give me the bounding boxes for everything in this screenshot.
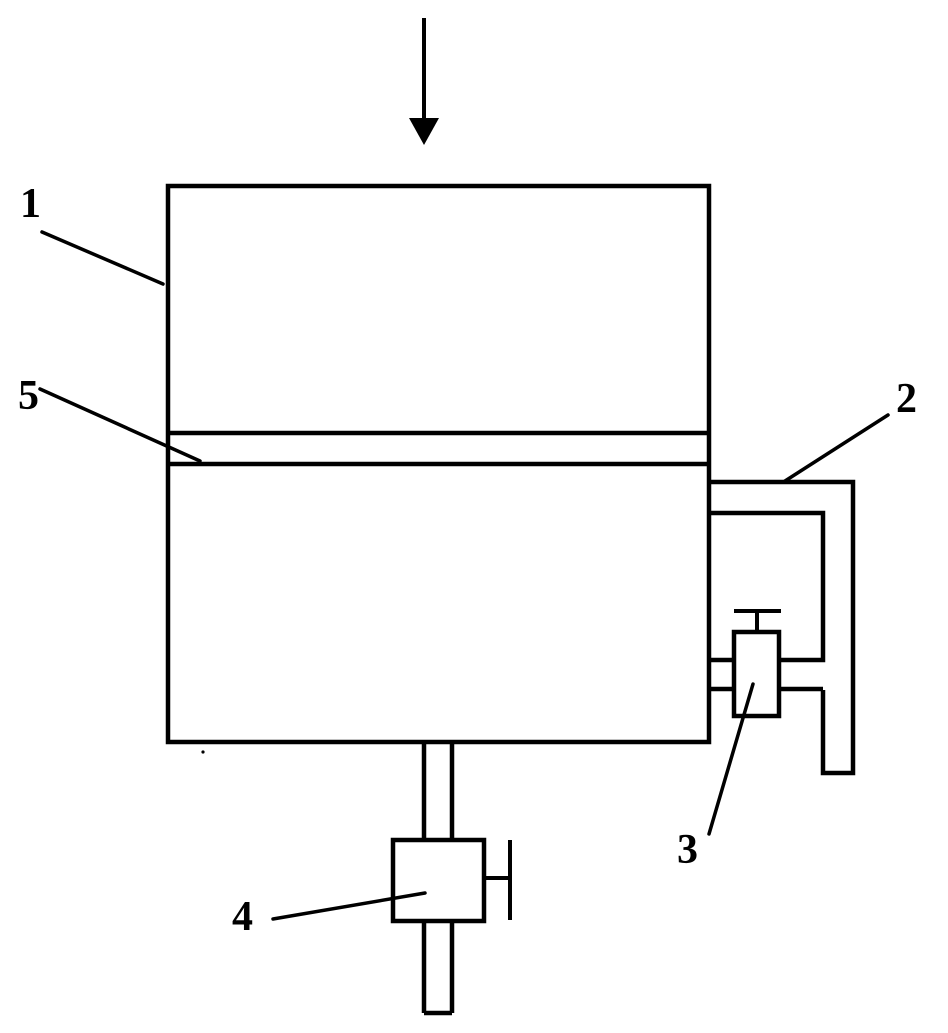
label-4: 4 — [232, 894, 253, 940]
bottom-drain-pipe — [421, 742, 455, 1016]
overflow-pipe — [709, 479, 856, 776]
leader-line-4 — [271, 891, 427, 921]
leader-line-3 — [707, 682, 755, 836]
leader-line-5 — [38, 387, 202, 463]
label-1: 1 — [20, 181, 41, 227]
bottom-valve — [390, 837, 512, 924]
side-valve — [731, 609, 782, 719]
leader-line-1 — [40, 230, 165, 286]
label-2: 2 — [896, 376, 917, 422]
feed-arrow — [409, 18, 439, 145]
partition-plate — [168, 430, 709, 467]
stray-dot — [201, 750, 205, 754]
label-3: 3 — [677, 827, 698, 873]
label-5: 5 — [18, 373, 39, 419]
leader-line-2 — [783, 413, 890, 483]
